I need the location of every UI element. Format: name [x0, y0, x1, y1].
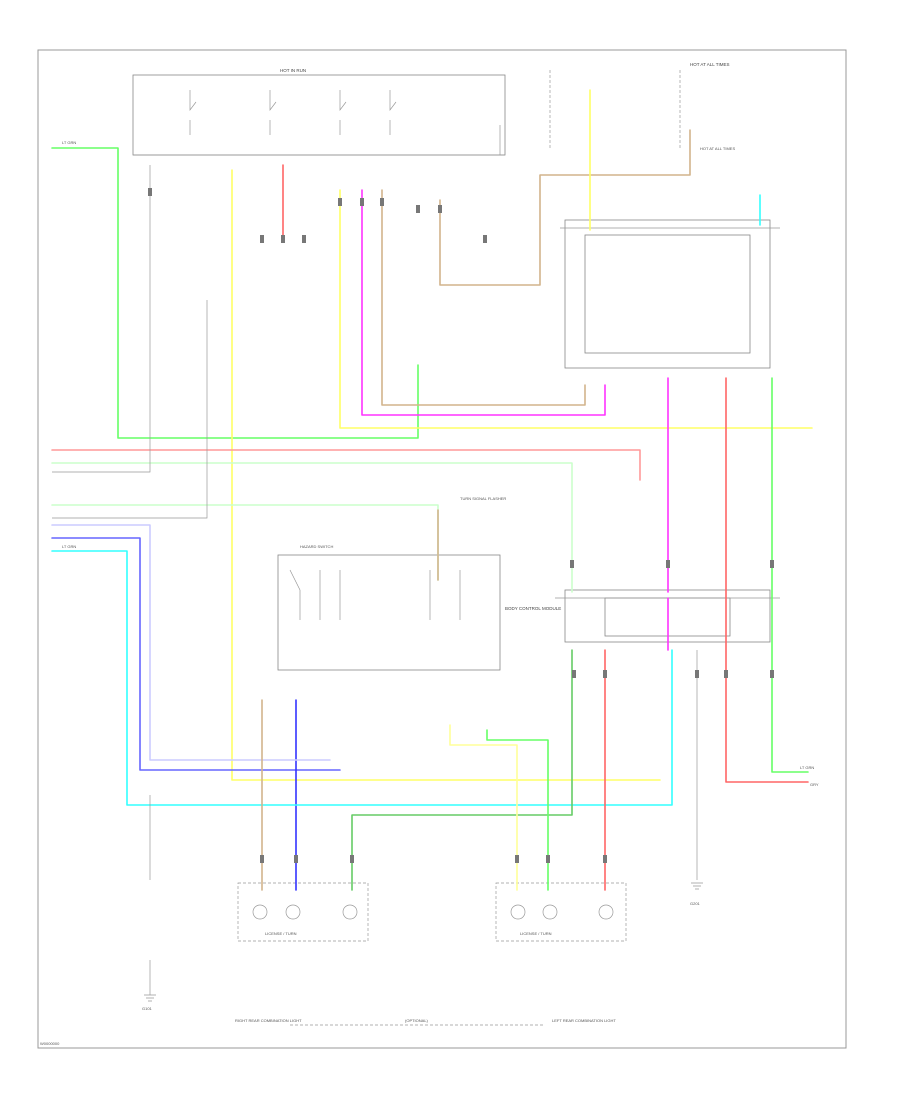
label-gry-bottom-right: GRY [810, 782, 819, 787]
relay-header: HOT AT ALL TIMES [690, 62, 730, 67]
footer-code: W0000000 [40, 1041, 60, 1046]
wire-blue [51, 537, 341, 771]
wire-green-right-lamp [486, 729, 549, 891]
wire-red-bottom-right [725, 377, 809, 783]
right-lamp-title: LICENSE / TURN [520, 931, 552, 936]
right-lamp-assembly [495, 882, 627, 942]
right-lamp-caption: LEFT REAR COMBINATION LIGHT [552, 1018, 616, 1023]
flasher-label: TURN SIGNAL FLASHER [460, 496, 506, 501]
wire-tan-top [439, 129, 691, 286]
label-lt-grn-top-left: LT GRN [62, 140, 76, 145]
switch-contacts [189, 90, 501, 155]
wire-green-bottom-right [771, 377, 809, 773]
ground-symbol-left [144, 960, 156, 1002]
left-lamp-caption: RIGHT REAR COMBINATION LIGHT [235, 1018, 302, 1023]
wire-tan-relay [381, 189, 586, 406]
left-lamp-assembly [237, 882, 369, 942]
ground-symbol-right [691, 882, 703, 890]
connectors [148, 188, 774, 863]
diagram-frame [37, 49, 847, 1049]
wire-yellowgreen-right-lamp [449, 724, 518, 891]
wire-green-left-lamp [351, 649, 573, 891]
hazard-label: HAZARD SWITCH [300, 544, 333, 549]
wire-yellow-right [339, 189, 813, 429]
body-control-label: BODY CONTROL MODULE [505, 606, 561, 611]
wire-lt-grn-hazard [51, 504, 439, 581]
switch-module-box [132, 74, 506, 156]
lighting-relay-label: HOT AT ALL TIMES [700, 146, 735, 151]
switch-module-header: HOT IN RUN [280, 68, 306, 73]
wire-gray-mid [52, 300, 208, 519]
wire-lt-grn-main [51, 147, 419, 439]
ground-label-right: G201 [690, 901, 701, 906]
wire-lavender [51, 524, 331, 761]
relay-block [564, 219, 771, 369]
wire-cyan [51, 550, 673, 806]
wire-yellow-left [231, 169, 661, 781]
wire-magenta [361, 189, 606, 416]
wire-lt-grn-horizontal [51, 462, 573, 593]
wire-gray-left [52, 165, 151, 473]
optional-note: (OPTIONAL) [405, 1018, 429, 1023]
left-lamp-title: LICENSE / TURN [265, 931, 297, 936]
body-control-module [277, 554, 501, 671]
ground-label-left: G101 [142, 1006, 153, 1011]
label-lt-grn-mid-left: LT GRN [62, 544, 76, 549]
label-lt-grn-bottom-right: LT GRN [800, 765, 814, 770]
wire-pink-horizontal [51, 449, 641, 481]
